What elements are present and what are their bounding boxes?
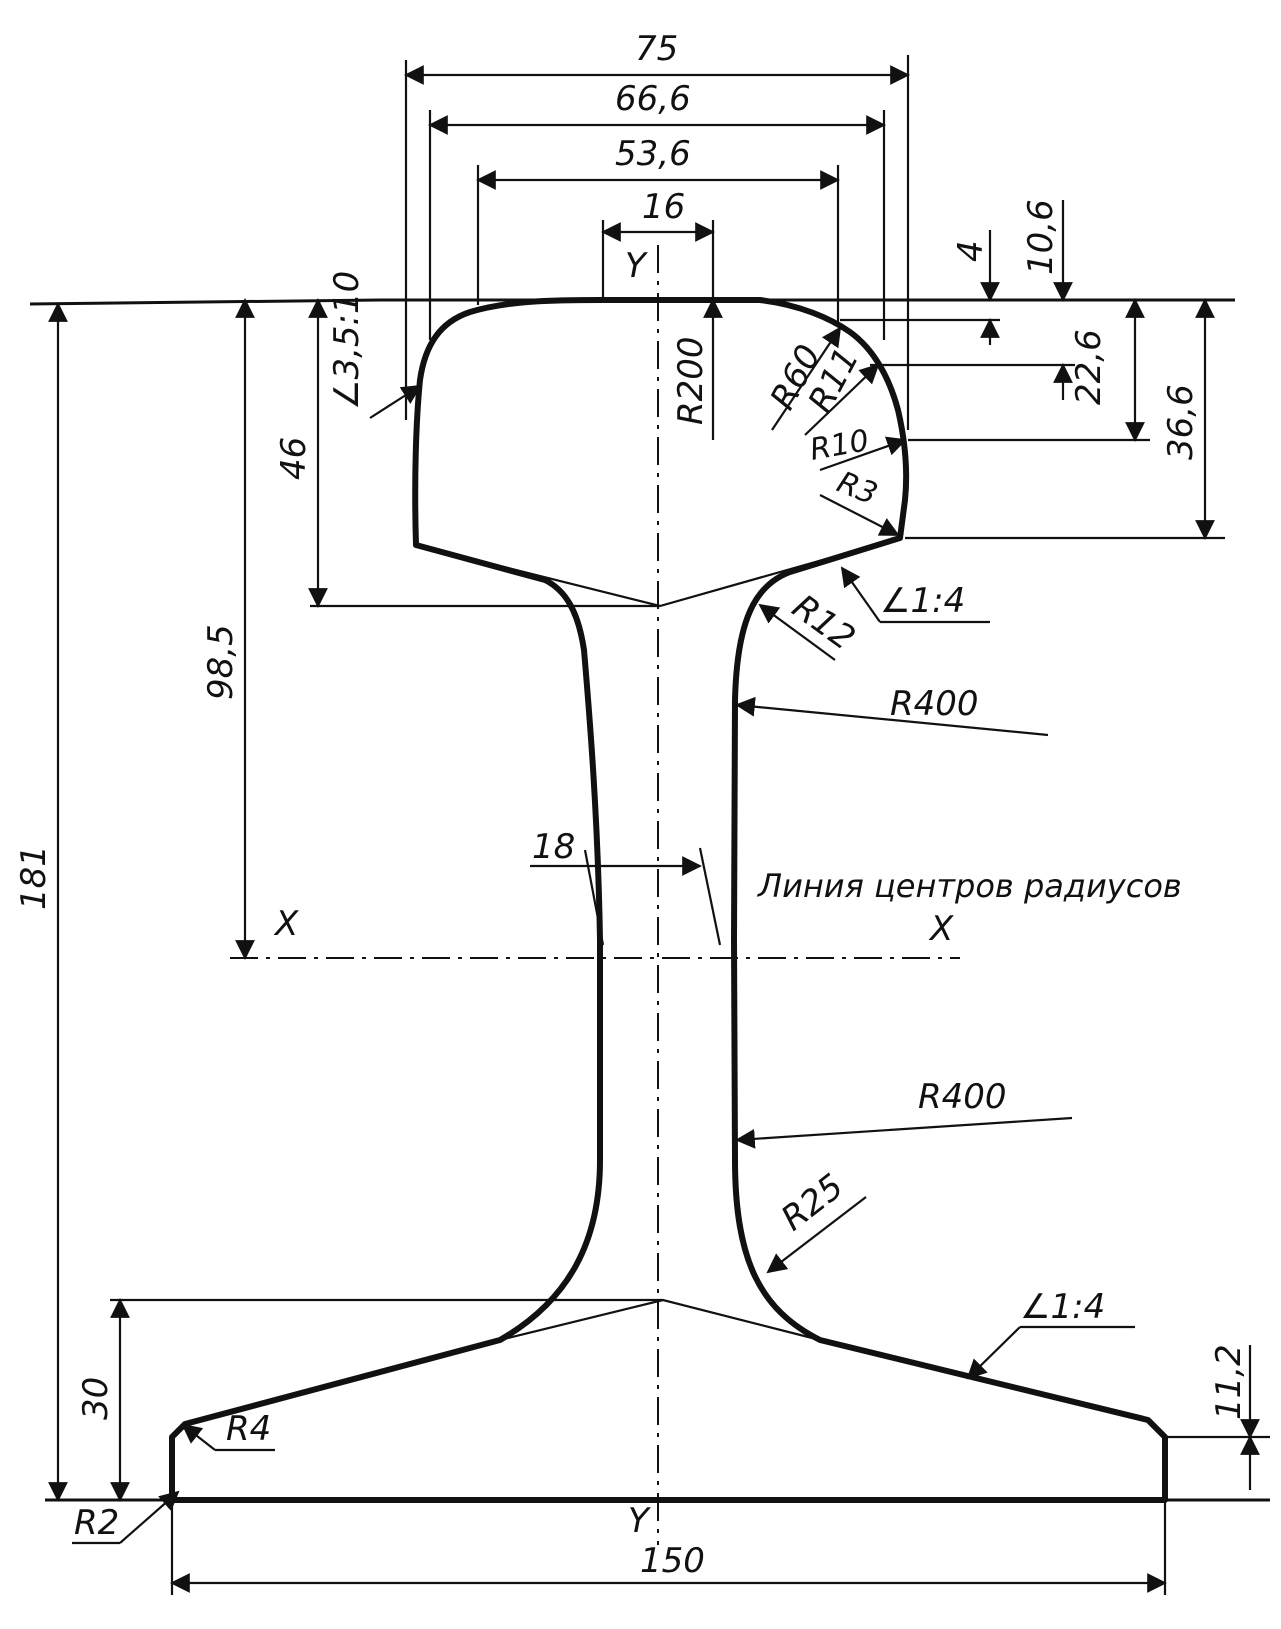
x-axis-label-right: X xyxy=(928,909,954,949)
leader-r2 xyxy=(119,1490,180,1544)
leader-slope-head-side xyxy=(369,384,422,419)
radius-r2: R2 xyxy=(74,1503,119,1543)
leader-r25 xyxy=(766,1196,867,1274)
dim-30: 30 xyxy=(76,1377,116,1420)
dim-18: 18 xyxy=(532,827,575,867)
radius-r4: R4 xyxy=(226,1409,271,1449)
radius-r12: R12 xyxy=(785,587,863,659)
slope-foot-top: ∠1:4 xyxy=(1020,1287,1105,1327)
dim-75: 75 xyxy=(635,29,678,69)
slope-head-underside: ∠1:4 xyxy=(880,581,965,621)
slope-head-side: ∠3,5:10 xyxy=(327,271,367,410)
dim-4: 4 xyxy=(951,240,991,262)
leader-r3 xyxy=(819,494,900,536)
leader-r10 xyxy=(819,436,907,472)
leader-r11 xyxy=(804,363,880,436)
dim-46: 46 xyxy=(274,437,314,480)
dim-181: 181 xyxy=(14,845,54,910)
radius-centers-note: Линия центров радиусов xyxy=(757,867,1182,905)
leader-r400-lower xyxy=(735,1116,1073,1149)
radius-r200: R200 xyxy=(671,336,711,425)
dim-10-6: 10,6 xyxy=(1021,199,1061,275)
dim-11-2: 11,2 xyxy=(1209,1344,1249,1420)
leader-r12 xyxy=(758,603,836,661)
leader-r400-upper xyxy=(735,696,1049,737)
radius-r400-lower: R400 xyxy=(918,1077,1007,1117)
radius-r400-upper: R400 xyxy=(890,684,979,724)
y-axis-label-bottom: Y xyxy=(628,1501,651,1541)
dim-36-6: 36,6 xyxy=(1161,384,1201,460)
leader-slope-foot xyxy=(966,1326,1021,1380)
leader-slope-head-under xyxy=(840,566,881,623)
leader-r60 xyxy=(771,326,842,431)
radius-r10: R10 xyxy=(807,423,871,468)
dim-66-6: 66,6 xyxy=(615,79,691,119)
dim-16: 16 xyxy=(642,187,685,227)
dim-98-5: 98,5 xyxy=(201,624,241,700)
x-axis-label-left: X xyxy=(273,904,299,944)
radius-r25: R25 xyxy=(774,1166,851,1239)
dim-53-6: 53,6 xyxy=(615,134,691,174)
ext-18-right xyxy=(698,847,722,946)
y-axis-label-top: Y xyxy=(625,246,648,286)
dim-150: 150 xyxy=(640,1541,705,1581)
dim-22-6: 22,6 xyxy=(1069,329,1109,405)
leader-r4 xyxy=(181,1423,216,1451)
